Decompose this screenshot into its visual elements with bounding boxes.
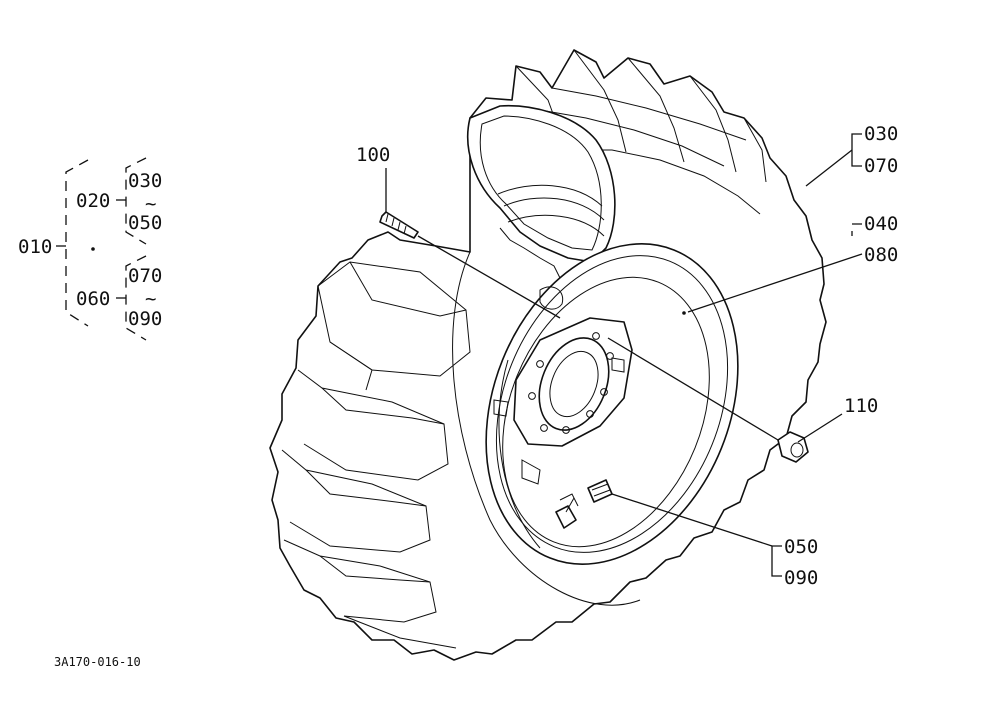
callout-tire-top: 030	[864, 123, 898, 145]
bolt-hole-icon	[606, 352, 614, 360]
bolt-hole-icon	[562, 426, 570, 434]
tree-group-b-top: 070	[128, 265, 162, 287]
callout-labels: 100 030 070 040 080 110 050 090	[356, 123, 898, 589]
tree-group-a-bottom: 050	[128, 212, 162, 234]
tree-group-a-code: 020	[76, 190, 110, 212]
wheel-nut	[777, 431, 809, 463]
callout-stud: 100	[356, 144, 390, 166]
callout-valve-top: 050	[784, 536, 818, 558]
leader-lines	[385, 133, 863, 577]
callout-valve-bottom: 090	[784, 567, 818, 589]
rim	[485, 243, 739, 565]
callout-rim-top: 040	[864, 213, 898, 235]
tree-dot	[91, 247, 95, 251]
tree-group-a-top: 030	[128, 170, 162, 192]
callout-tire-bottom: 070	[864, 155, 898, 177]
tire-cross-section	[466, 104, 616, 279]
bolt-hole-icon	[536, 360, 544, 368]
callout-nut: 110	[844, 395, 878, 417]
stud-bolt	[379, 211, 419, 239]
callout-rim-bottom: 080	[864, 244, 898, 266]
tree-root-label: 010	[18, 236, 52, 258]
valve	[555, 479, 613, 529]
tree-group-b-tilde: ~	[145, 288, 156, 310]
bolt-hole-icon	[600, 388, 608, 396]
tree-group-a-tilde: ~	[145, 193, 156, 215]
tree-group-b-bottom: 090	[128, 308, 162, 330]
tree-group-b-code: 060	[76, 288, 110, 310]
bolt-hole-icon	[540, 424, 548, 432]
bolt-hole-icon	[586, 410, 594, 418]
bolt-hole-icon	[528, 392, 536, 400]
parts-tree: 010 020 030 ~ 050 060 070 ~ 090	[18, 157, 162, 341]
bolt-hole-icon	[592, 332, 600, 340]
drawing-id: 3A170-016-10	[54, 655, 141, 669]
